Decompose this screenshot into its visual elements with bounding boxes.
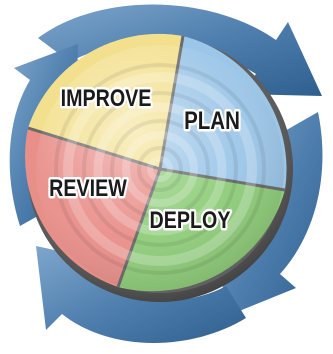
decorative-rings xyxy=(63,72,257,266)
label-plan: PLAN xyxy=(184,106,240,134)
decorative-rings-shadow xyxy=(54,63,266,275)
arrow-top xyxy=(38,4,322,96)
wheel-gloss xyxy=(36,45,284,293)
label-improve: IMPROVE xyxy=(61,84,152,111)
label-review: REVIEW xyxy=(49,174,127,201)
label-deploy: DEPLOY xyxy=(150,206,231,233)
quadrant-labels: IMPROVE PLAN REVIEW DEPLOY xyxy=(47,82,242,236)
